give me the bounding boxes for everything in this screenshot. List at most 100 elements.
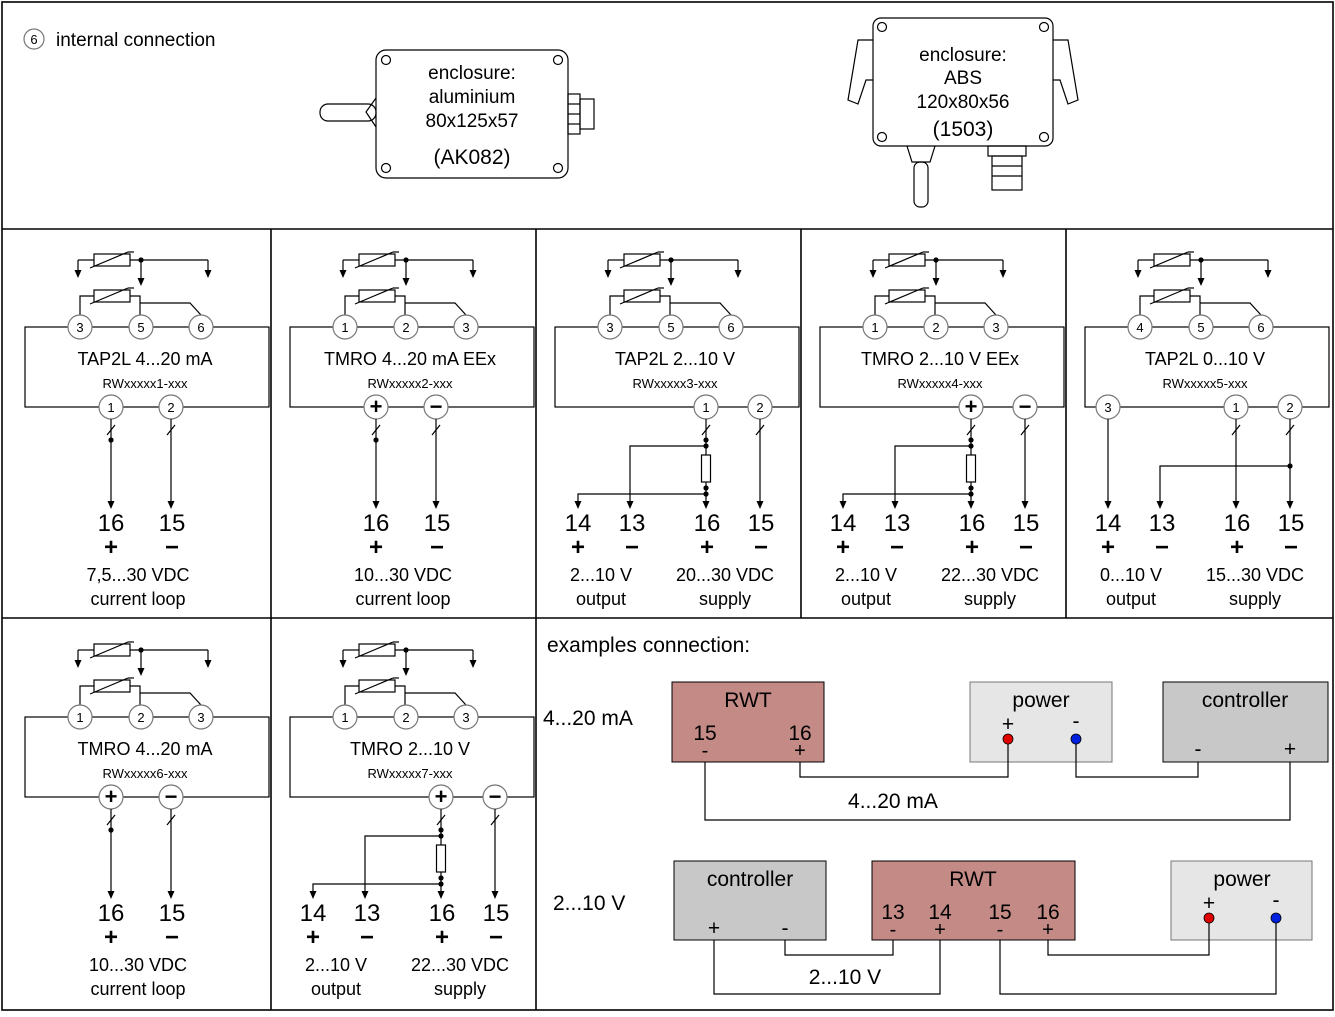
wire (884, 251, 924, 269)
bottom-terminal-2: 2 (756, 400, 763, 415)
enclosure-al-line4: (AK082) (433, 146, 510, 169)
wire (89, 251, 129, 269)
top-terminal-1: 4 (1136, 320, 1143, 335)
top-terminal-2: 2 (932, 320, 939, 335)
ext-terminal-2: 15 (159, 510, 186, 537)
ext-sign-3: + (965, 534, 979, 561)
block-code: RWxxxxx6-xxx (103, 766, 188, 781)
arrow-icon (137, 278, 145, 286)
top-terminal-2: 2 (402, 710, 409, 725)
example2-wires (713, 923, 1277, 995)
arrow-icon (402, 668, 410, 676)
top-terminal-1-circle (332, 314, 358, 340)
arrow-icon (361, 891, 369, 899)
desc-line-2: output (311, 979, 361, 999)
enclosure-abs-line4: (1503) (933, 118, 994, 141)
wire (354, 251, 394, 269)
ext-terminal-2: 13 (354, 900, 381, 927)
ext-sign-2: − (165, 534, 179, 561)
desc-line-3: 22...30 VDC (941, 565, 1039, 585)
ext-sign-1: + (369, 534, 383, 561)
wire (1200, 302, 1262, 316)
wire (106, 814, 116, 826)
example2-power-plus: + (1203, 892, 1215, 915)
wire (842, 493, 971, 502)
top-terminal-3: 3 (462, 710, 469, 725)
example1-controller-box (1162, 681, 1329, 763)
top-terminal-1: 1 (76, 710, 83, 725)
wire (166, 814, 176, 826)
arrow-icon (1197, 278, 1205, 286)
example2-power-box (1170, 860, 1313, 941)
ext-terminal-1: 16 (98, 510, 125, 537)
desc-line-1: 2...10 V (835, 565, 897, 585)
wire (89, 677, 129, 695)
arrow-icon (1232, 501, 1240, 509)
ext-sign-2: − (890, 534, 904, 561)
top-terminal-2-circle (393, 704, 419, 730)
example1-controller-minus: - (1195, 738, 1202, 761)
wire (619, 287, 659, 305)
ext-terminal-2: 13 (884, 510, 911, 537)
ext-terminal-3: 16 (959, 510, 986, 537)
example2-rwt-t13: 13 (881, 901, 904, 924)
top-terminal-1-circle (67, 704, 93, 730)
block-code: RWxxxxx4-xxx (898, 376, 983, 391)
ext-sign-1: + (1101, 534, 1115, 561)
ext-terminal-1: 16 (98, 900, 125, 927)
top-terminal-2-circle (393, 314, 419, 340)
enclosure-abs-line1: enclosure: (919, 45, 1007, 66)
arrow-icon (137, 668, 145, 676)
example2-rwt-t14: 14 (928, 901, 952, 924)
wire (701, 424, 711, 436)
block-title: TMRO 2...10 V (350, 739, 470, 759)
ext-sign-2: − (430, 534, 444, 561)
top-terminal-3-circle (188, 314, 214, 340)
example1-controller-title: controller (1202, 689, 1288, 712)
example2-controller-box (673, 860, 827, 941)
top-terminal-2: 2 (137, 710, 144, 725)
arrow-icon (1286, 501, 1294, 509)
ext-sign-4: − (489, 924, 503, 951)
wire (490, 814, 500, 826)
top-terminal-1: 1 (341, 320, 348, 335)
bottom-terminal-1: 1 (107, 400, 114, 415)
ext-terminal-2: 13 (1149, 510, 1176, 537)
arrow-icon (702, 501, 710, 509)
block-title: TAP2L 2...10 V (615, 349, 735, 369)
legend-circle-icon (23, 28, 45, 50)
ext-terminal-2: 13 (619, 510, 646, 537)
wire (884, 287, 924, 305)
arrow-icon (932, 278, 940, 286)
enclosure-abs-line3: 120x80x56 (917, 92, 1010, 113)
desc-line-2: output (841, 589, 891, 609)
block-code: RWxxxxx1-xxx (103, 376, 188, 391)
junction-dot (968, 437, 974, 443)
example2-rwt-t16: 16 (1036, 901, 1059, 924)
wire (166, 424, 176, 436)
ext-sign-1: + (571, 534, 585, 561)
wire (894, 445, 971, 502)
ext-sign-1: + (306, 924, 320, 951)
arrow-icon (756, 501, 764, 509)
wire (354, 677, 394, 695)
wire (935, 302, 997, 316)
example1-loop-label: 4...20 mA (848, 790, 938, 813)
bottom-terminal-2: − (489, 784, 502, 809)
wire (1231, 424, 1241, 436)
example2-rwt-s14: + (934, 919, 946, 941)
desc-line-1: 2...10 V (570, 565, 632, 585)
block-title: TMRO 2...10 V EEx (861, 349, 1019, 369)
top-terminal-3: 6 (197, 320, 204, 335)
wire (106, 424, 116, 436)
top-terminal-3-circle (718, 314, 744, 340)
arrow-icon (469, 270, 477, 278)
arrow-icon (574, 501, 582, 509)
desc-line-2: current loop (90, 979, 185, 999)
block-code: RWxxxxx2-xxx (368, 376, 453, 391)
ext-sign-4: − (754, 534, 768, 561)
arrow-icon (1264, 270, 1272, 278)
